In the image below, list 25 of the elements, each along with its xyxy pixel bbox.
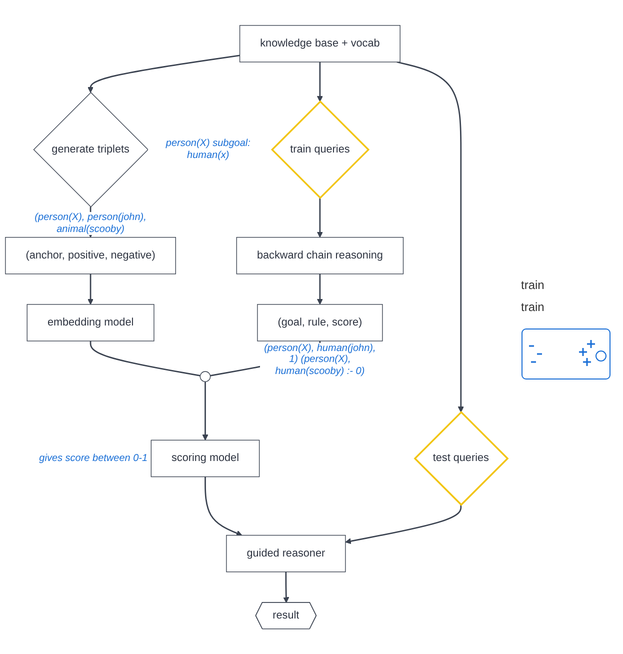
node-box: backward chain reasoning — [236, 236, 404, 274]
node-diamond: test queries — [414, 410, 509, 506]
node-box: embedding model — [26, 304, 154, 342]
arrow — [345, 504, 462, 544]
arrow — [396, 61, 464, 412]
annotation-note: gives score between 0-1 — [39, 452, 148, 464]
node-box: knowledge base + vocab — [239, 24, 400, 62]
bracket-label: train — [521, 278, 546, 292]
arrow — [88, 274, 94, 305]
node-box: (goal, rule, score) — [257, 304, 383, 342]
arrow — [283, 572, 290, 603]
arrow — [202, 382, 208, 440]
node-diamond: train queries — [270, 100, 370, 199]
node-box: (anchor, positive, negative) — [5, 236, 176, 274]
node-box: guided reasoner — [226, 534, 346, 572]
node-diamond: generate triplets — [33, 92, 149, 208]
node-circle — [200, 371, 211, 382]
bracket-label: train — [521, 300, 546, 314]
arrow — [204, 476, 242, 536]
arrow — [316, 62, 323, 102]
node-box: scoring model — [150, 440, 260, 477]
arrow — [316, 198, 323, 238]
arrow — [316, 274, 323, 305]
connector — [90, 340, 200, 376]
arrow — [88, 54, 240, 93]
